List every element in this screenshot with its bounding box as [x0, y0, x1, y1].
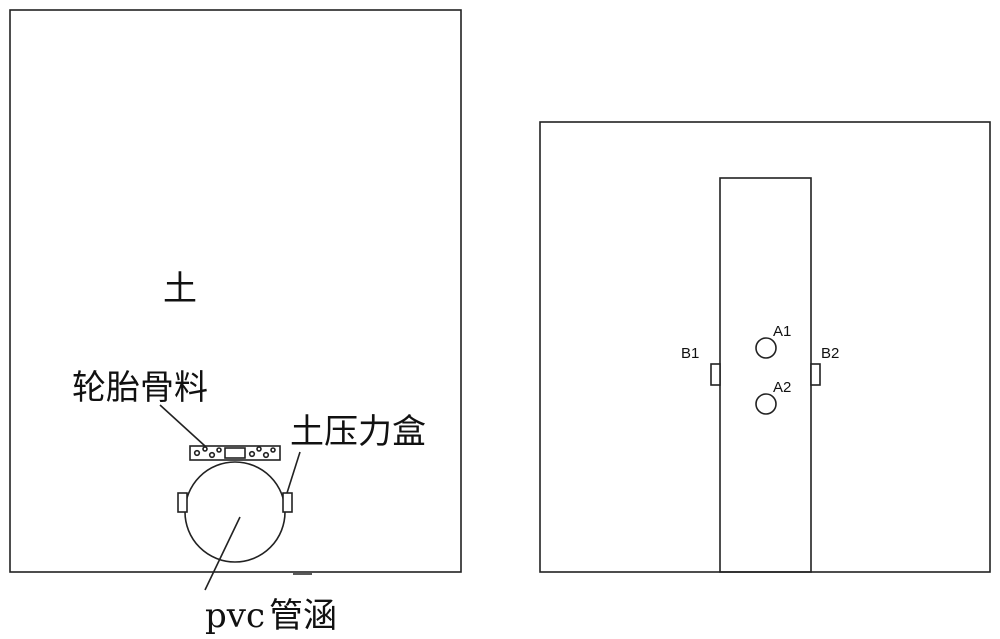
pressure-cell-b2 — [810, 363, 821, 386]
pressure-cell-b1 — [710, 363, 721, 386]
left-side-pressure-cell — [177, 492, 188, 513]
right-plan-view: A1 A2 B1 B2 — [539, 121, 991, 573]
aggregate-dot — [270, 447, 276, 453]
label-b1: B1 — [681, 345, 699, 362]
aggregate-dot — [262, 451, 270, 459]
aggregate-dot — [193, 449, 201, 457]
label-a2: A2 — [773, 379, 791, 396]
aggregate-dot — [248, 450, 256, 458]
pressure-cell-label: 土压力盒 — [290, 412, 426, 452]
aggregate-dot — [208, 451, 216, 459]
pressure-cell-a2 — [755, 393, 777, 415]
tire-aggregate-label: 轮胎骨料 — [72, 368, 208, 408]
pressure-cell-leader — [286, 451, 301, 494]
culvert-label: pvc 管涵 — [205, 596, 337, 636]
tire-aggregate-leader — [159, 404, 206, 447]
aggregate-dot — [202, 446, 208, 452]
left-cross-section-view: 土 轮胎骨料 土压力盒 pvc 管涵 — [9, 9, 462, 636]
tire-aggregate-layer — [189, 445, 281, 461]
aggregate-dot — [256, 446, 262, 452]
pvc-culvert-circle — [184, 461, 286, 563]
right-side-pressure-cell — [282, 492, 293, 513]
soil-label: 土 — [163, 269, 197, 309]
pressure-cell-a1 — [755, 337, 777, 359]
soil-box-plan-outline — [539, 121, 991, 573]
aggregate-dot — [216, 447, 222, 453]
culvert-label-cjk: 管涵 — [269, 596, 337, 636]
culvert-label-latin: pvc — [205, 596, 265, 636]
label-b2: B2 — [821, 345, 839, 362]
label-a1: A1 — [773, 323, 791, 340]
soil-box-outline — [9, 9, 462, 573]
culvert-plan-strip — [719, 177, 812, 573]
culvert-leader — [204, 516, 241, 591]
top-pressure-cell — [224, 447, 246, 459]
